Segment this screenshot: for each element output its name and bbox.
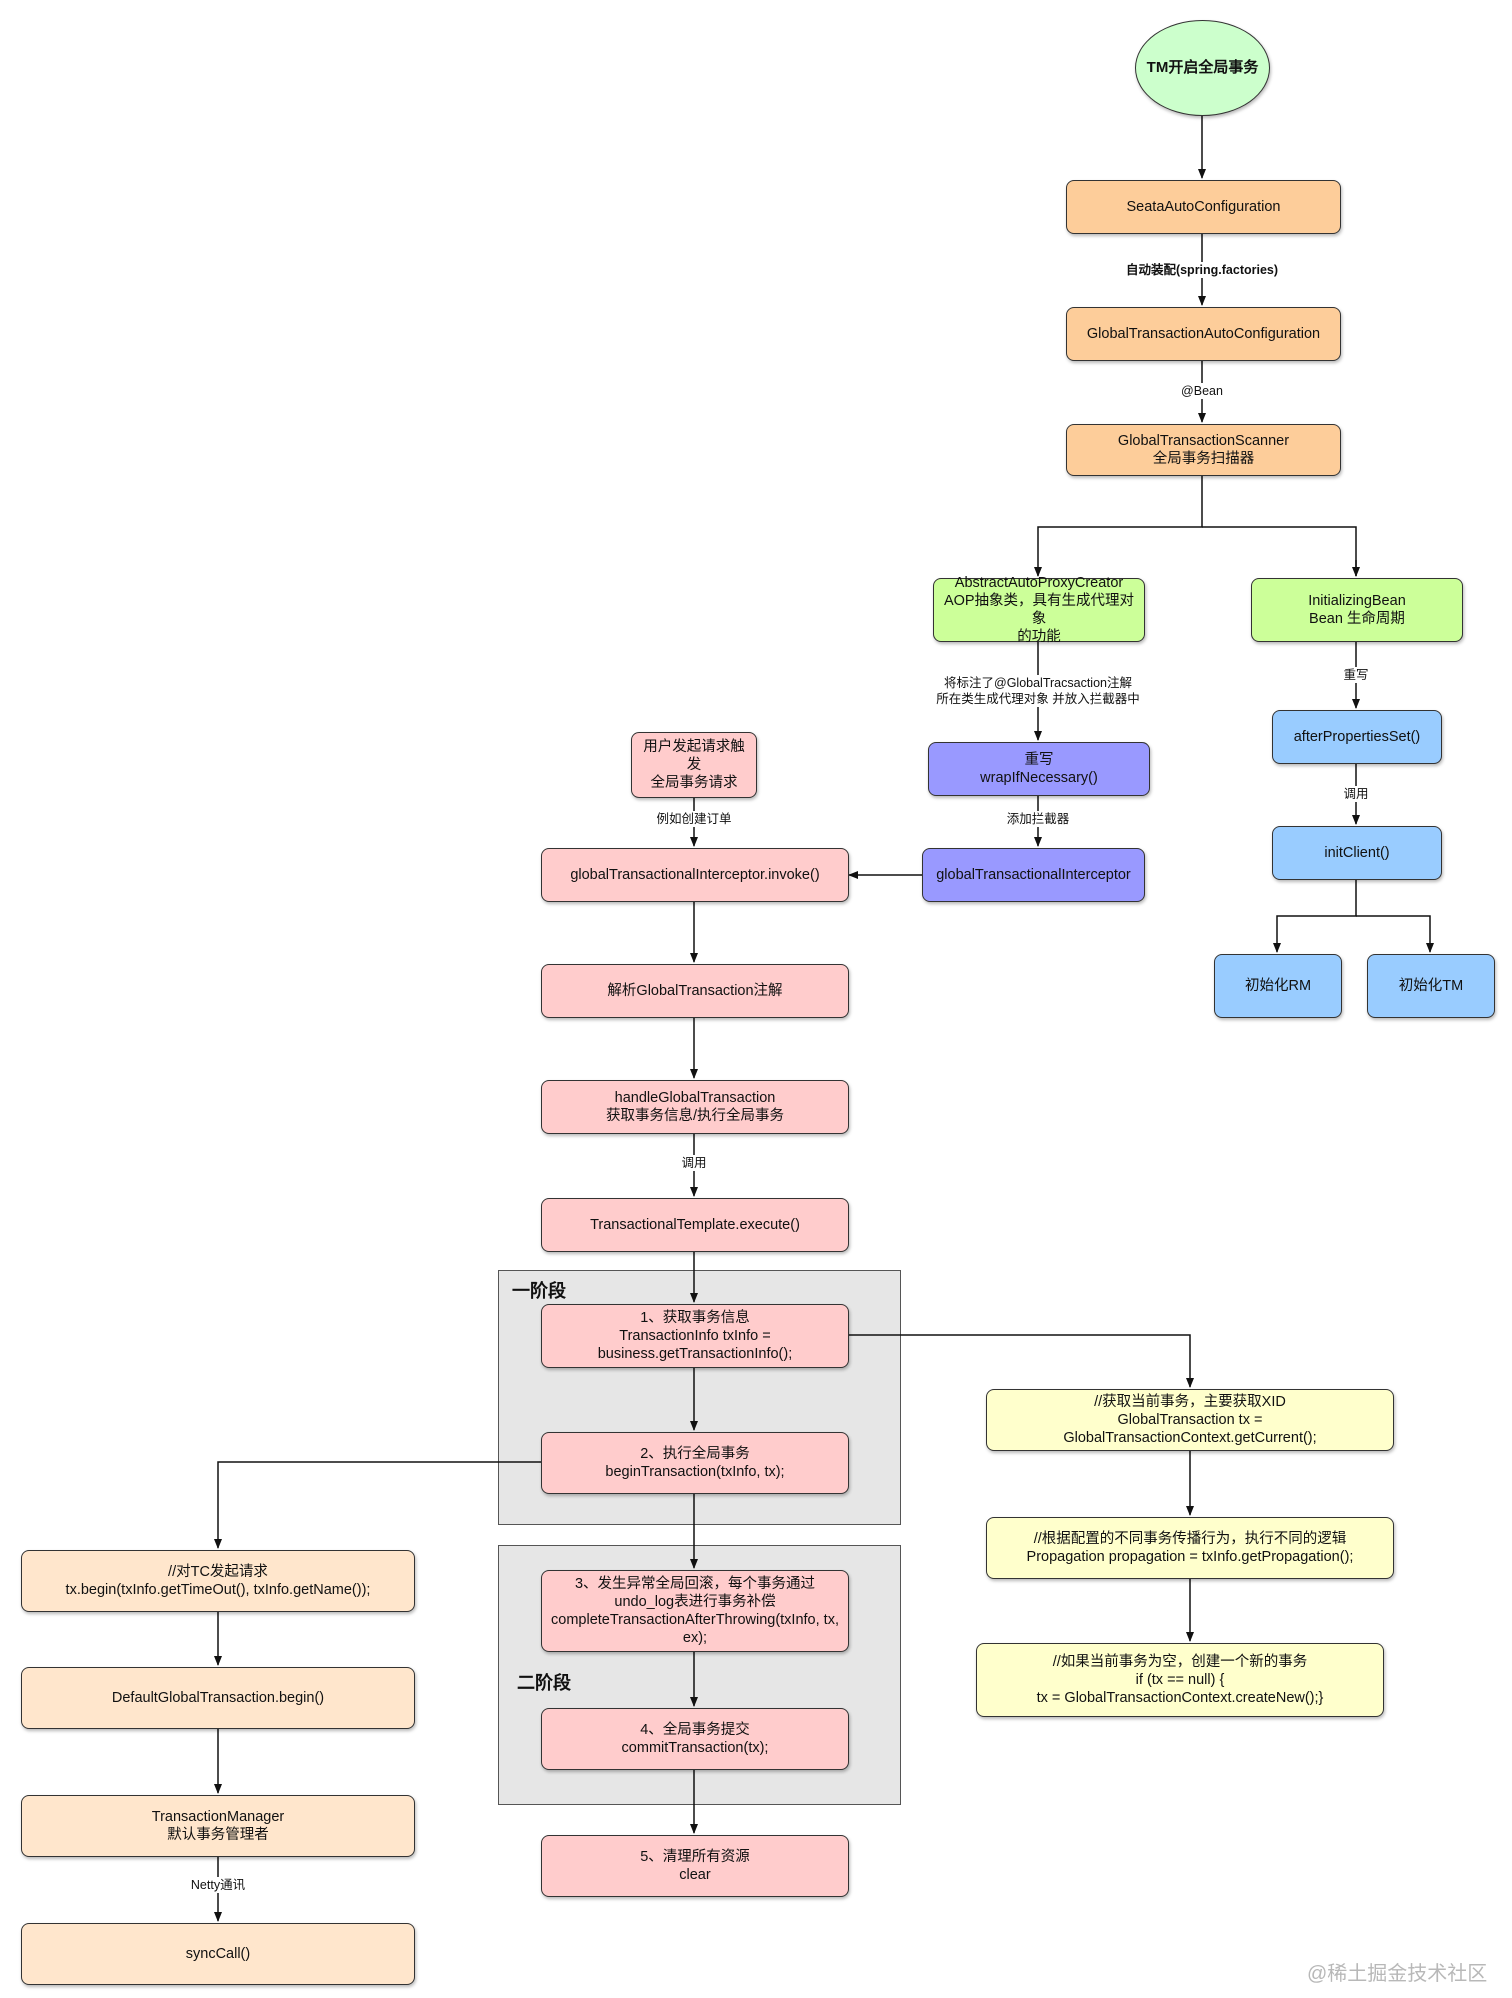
phase-two-label: 二阶段: [517, 1673, 571, 1693]
edge-label-add-interceptor: 添加拦截器: [998, 811, 1078, 827]
sync-call-node: syncCall(): [21, 1923, 415, 1985]
step1-get-transaction-info-node: 1、获取事务信息 TransactionInfo txInfo = busine…: [541, 1304, 849, 1368]
edge-initclient-rm: [1273, 880, 1357, 953]
global-transactional-interceptor-node: globalTransactionalInterceptor: [922, 848, 1145, 902]
transaction-manager-node: TransactionManager 默认事务管理者: [21, 1795, 415, 1857]
step5-clear-node: 5、清理所有资源 clear: [541, 1835, 849, 1897]
edge-scanner-initbean: [1202, 526, 1357, 576]
edge-label-override: 重写: [1336, 667, 1376, 683]
propagation-node: //根据配置的不同事务传播行为，执行不同的逻辑 Propagation prop…: [986, 1517, 1394, 1579]
tc-request-node: //对TC发起请求 tx.begin(txInfo.getTimeOut(), …: [21, 1550, 415, 1612]
step4-commit-node: 4、全局事务提交 commitTransaction(tx);: [541, 1708, 849, 1770]
seata-auto-config-node: SeataAutoConfiguration: [1066, 180, 1341, 234]
init-rm-node: 初始化RM: [1214, 954, 1342, 1018]
parse-annotation-node: 解析GlobalTransaction注解: [541, 964, 849, 1018]
edge-label-netty: Netty通讯: [183, 1877, 253, 1893]
edge-step1-getcurrent: [849, 1334, 1194, 1388]
tm-start-ellipse: TM开启全局事务: [1135, 20, 1270, 116]
edge-initclient-tm: [1356, 915, 1434, 953]
step2-begin-transaction-node: 2、执行全局事务 beginTransaction(txInfo, tx);: [541, 1432, 849, 1494]
get-current-transaction-node: //获取当前事务，主要获取XID GlobalTransaction tx = …: [986, 1389, 1394, 1451]
watermark: @稀土掘金技术社区: [1307, 1963, 1488, 1985]
edge-step2-tcrequest: [214, 1461, 541, 1549]
default-global-transaction-begin-node: DefaultGlobalTransaction.begin(): [21, 1667, 415, 1729]
after-properties-set-node: afterPropertiesSet(): [1272, 710, 1442, 764]
handle-global-transaction-node: handleGlobalTransaction 获取事务信息/执行全局事务: [541, 1080, 849, 1134]
edge-label-mark-proxy: 将标注了@GlobalTracsaction注解 所在类生成代理对象 并放入拦截…: [928, 675, 1148, 707]
wrap-if-necessary-node: 重写 wrapIfNecessary(): [928, 742, 1150, 796]
edge-label-auto-assembly: 自动装配(spring.factories): [1122, 262, 1282, 278]
edge-label-example-order: 例如创建订单: [648, 811, 740, 827]
phase-one-label: 一阶段: [512, 1281, 566, 1301]
edge-label-bean: @Bean: [1177, 383, 1227, 399]
init-tm-node: 初始化TM: [1367, 954, 1495, 1018]
edge-label-call-after: 调用: [1336, 786, 1376, 802]
interceptor-invoke-node: globalTransactionalInterceptor.invoke(): [541, 848, 849, 902]
initializing-bean-node: InitializingBean Bean 生命周期: [1251, 578, 1463, 642]
user-request-node: 用户发起请求触发 全局事务请求: [631, 732, 757, 798]
edge-label-call-handle: 调用: [674, 1155, 714, 1171]
create-new-transaction-node: //如果当前事务为空，创建一个新的事务 if (tx == null) { tx…: [976, 1643, 1384, 1717]
step3-rollback-node: 3、发生异常全局回滚，每个事务通过 undo_log表进行事务补偿 comple…: [541, 1570, 849, 1652]
edge-scanner-aapc: [1034, 476, 1203, 577]
init-client-node: initClient(): [1272, 826, 1442, 880]
abstract-auto-proxy-creator-node: AbstractAutoProxyCreator AOP抽象类，具有生成代理对象…: [933, 575, 1145, 645]
template-execute-node: TransactionalTemplate.execute(): [541, 1198, 849, 1252]
gt-auto-config-node: GlobalTransactionAutoConfiguration: [1066, 307, 1341, 361]
gt-scanner-node: GlobalTransactionScanner 全局事务扫描器: [1066, 424, 1341, 476]
